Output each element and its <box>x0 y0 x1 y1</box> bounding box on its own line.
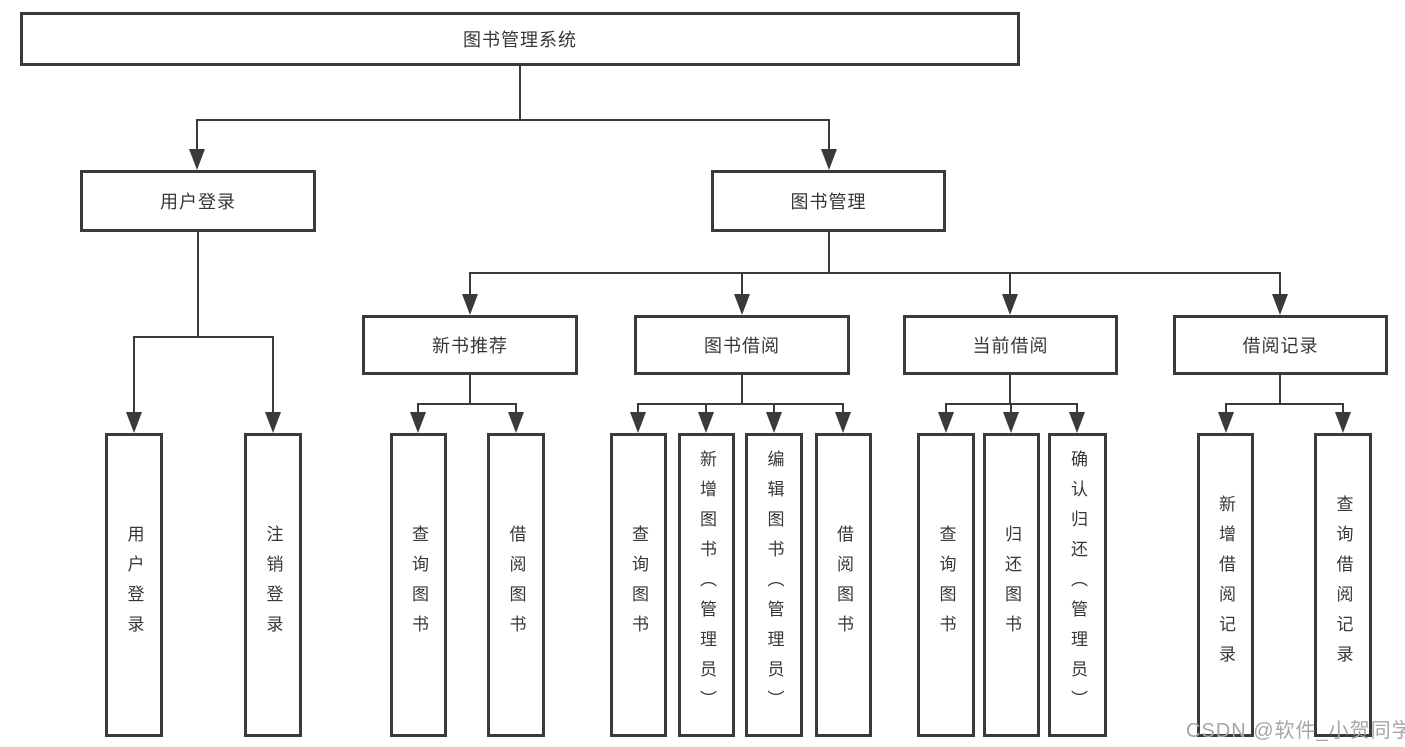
connector-section-stem <box>469 375 471 405</box>
leaf-borrow-books: 借阅图书 <box>815 433 872 737</box>
leaf-label: 编辑图书（管理员） <box>764 450 784 720</box>
leaf-label: 查询图书 <box>629 525 648 645</box>
arrow-down-icon <box>189 149 205 170</box>
connector-sections-rail <box>469 272 1281 274</box>
connector-section-stem <box>1009 375 1011 405</box>
connector-to-section <box>741 272 743 304</box>
node-user-login-label: 用户登录 <box>160 192 236 212</box>
node-user-login: 用户登录 <box>80 170 316 232</box>
arrow-down-icon <box>1003 412 1019 433</box>
arrow-down-icon <box>821 149 837 170</box>
leaf-logout: 注销登录 <box>244 433 302 737</box>
connector-to-user-login <box>196 119 198 159</box>
arrow-down-icon <box>698 412 714 433</box>
node-root: 图书管理系统 <box>20 12 1020 66</box>
arrow-down-icon <box>508 412 524 433</box>
arrow-down-icon <box>938 412 954 433</box>
leaf-label: 注销登录 <box>263 525 283 645</box>
csdn-watermark: CSDN @软件_小贺同学 <box>1186 720 1405 742</box>
arrow-down-icon <box>630 412 646 433</box>
connector-to-section <box>1009 272 1011 304</box>
connector-to-book-management <box>828 119 830 159</box>
connector-section-stem <box>1279 375 1281 405</box>
node-new-book-recommend-label: 新书推荐 <box>432 336 508 356</box>
leaf-label: 用户登录 <box>124 525 144 645</box>
arrow-down-icon <box>126 412 142 433</box>
connector-to-leaf <box>272 336 274 426</box>
arrow-down-icon <box>835 412 851 433</box>
connector-section-stem <box>741 375 743 405</box>
node-current-borrow: 当前借阅 <box>903 315 1118 375</box>
leaf-label: 查询图书 <box>409 525 428 645</box>
node-book-borrow: 图书借阅 <box>634 315 850 375</box>
leaf-label: 查询借阅记录 <box>1333 495 1353 675</box>
connector-user-login-stem <box>197 232 199 337</box>
leaf-return-books: 归还图书 <box>983 433 1040 737</box>
connector-leaf-rail <box>417 403 517 405</box>
node-root-label: 图书管理系统 <box>463 30 577 50</box>
leaf-query-books-current: 查询图书 <box>917 433 975 737</box>
leaf-label: 归还图书 <box>1002 525 1021 645</box>
node-new-book-recommend: 新书推荐 <box>362 315 578 375</box>
leaf-label: 借阅图书 <box>506 525 526 645</box>
leaf-borrow-books-recommend: 借阅图书 <box>487 433 545 737</box>
leaf-confirm-return-admin: 确认归还（管理员） <box>1048 433 1107 737</box>
connector-book-management-stem <box>828 232 830 273</box>
arrow-down-icon <box>462 294 478 315</box>
node-book-borrow-label: 图书借阅 <box>704 336 780 356</box>
leaf-query-books-recommend: 查询图书 <box>390 433 447 737</box>
leaf-edit-book-admin: 编辑图书（管理员） <box>745 433 803 737</box>
connector-to-section <box>469 272 471 304</box>
node-book-management-label: 图书管理 <box>790 192 867 212</box>
arrow-down-icon <box>1218 412 1234 433</box>
leaf-query-books-borrow: 查询图书 <box>610 433 667 737</box>
connector-root-stem <box>519 64 521 120</box>
arrow-down-icon <box>734 294 750 315</box>
leaf-add-book-admin: 新增图书（管理员） <box>678 433 735 737</box>
connector-leaf-rail <box>1225 403 1343 405</box>
leaf-add-borrow-record: 新增借阅记录 <box>1197 433 1254 737</box>
arrow-down-icon <box>410 412 426 433</box>
connector-to-section <box>1279 272 1281 304</box>
node-borrow-records-label: 借阅记录 <box>1242 336 1319 356</box>
arrow-down-icon <box>766 412 782 433</box>
leaf-label: 新增图书（管理员） <box>697 450 716 720</box>
arrow-down-icon <box>1069 412 1085 433</box>
arrow-down-icon <box>1335 412 1351 433</box>
node-borrow-records: 借阅记录 <box>1173 315 1388 375</box>
leaf-label: 借阅图书 <box>834 525 853 645</box>
leaf-user-login: 用户登录 <box>105 433 163 737</box>
arrow-down-icon <box>1272 294 1288 315</box>
arrow-down-icon <box>1002 294 1018 315</box>
node-book-management: 图书管理 <box>711 170 946 232</box>
connector-user-login-rail <box>133 336 274 338</box>
leaf-label: 查询图书 <box>936 525 956 645</box>
connector-leaf-rail <box>637 403 844 405</box>
leaf-label: 新增借阅记录 <box>1216 495 1235 675</box>
connector-level1-rail <box>196 119 830 121</box>
connector-to-leaf <box>133 336 135 426</box>
node-current-borrow-label: 当前借阅 <box>972 336 1049 356</box>
leaf-label: 确认归还（管理员） <box>1068 450 1087 720</box>
arrow-down-icon <box>265 412 281 433</box>
leaf-query-borrow-record: 查询借阅记录 <box>1314 433 1372 737</box>
